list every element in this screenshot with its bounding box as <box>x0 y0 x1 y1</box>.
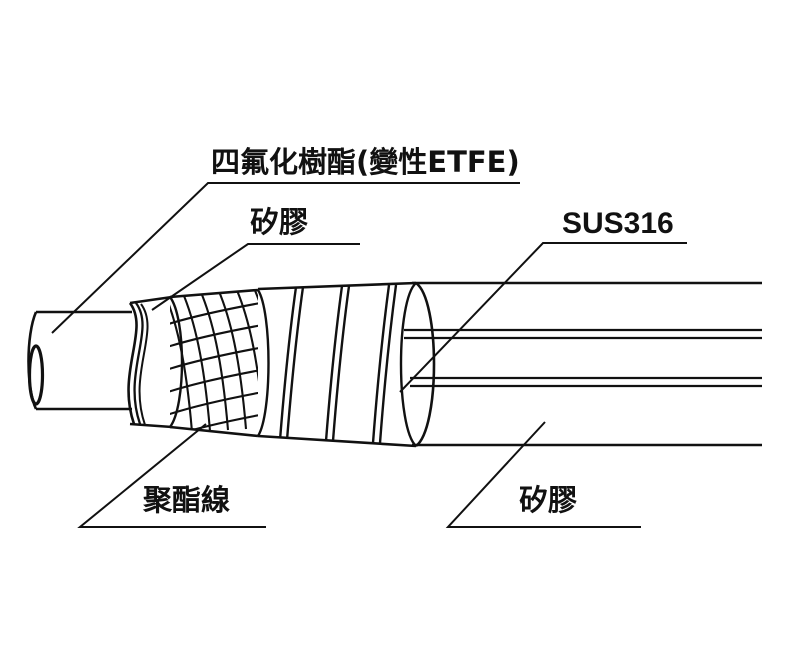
label-silicone-outer: 矽膠 <box>519 483 578 517</box>
label-etfe: 四氟化樹酯(變性ETFE) <box>211 145 520 179</box>
leader-lines <box>51 182 687 528</box>
label-silicone-inner: 矽膠 <box>250 205 309 239</box>
label-sus316: SUS316 <box>562 207 674 240</box>
layer-sus316-outer-cover <box>412 281 762 447</box>
spiral-seam-lines <box>278 284 398 444</box>
braid-mesh-pattern <box>170 290 258 437</box>
layer-inner-silicone <box>127 295 173 429</box>
layer-outer-silicone <box>257 281 436 448</box>
sus316-wire-lines <box>404 328 762 388</box>
layer-etfe-liner <box>27 310 132 411</box>
label-polyester: 聚酯線 <box>143 483 231 517</box>
